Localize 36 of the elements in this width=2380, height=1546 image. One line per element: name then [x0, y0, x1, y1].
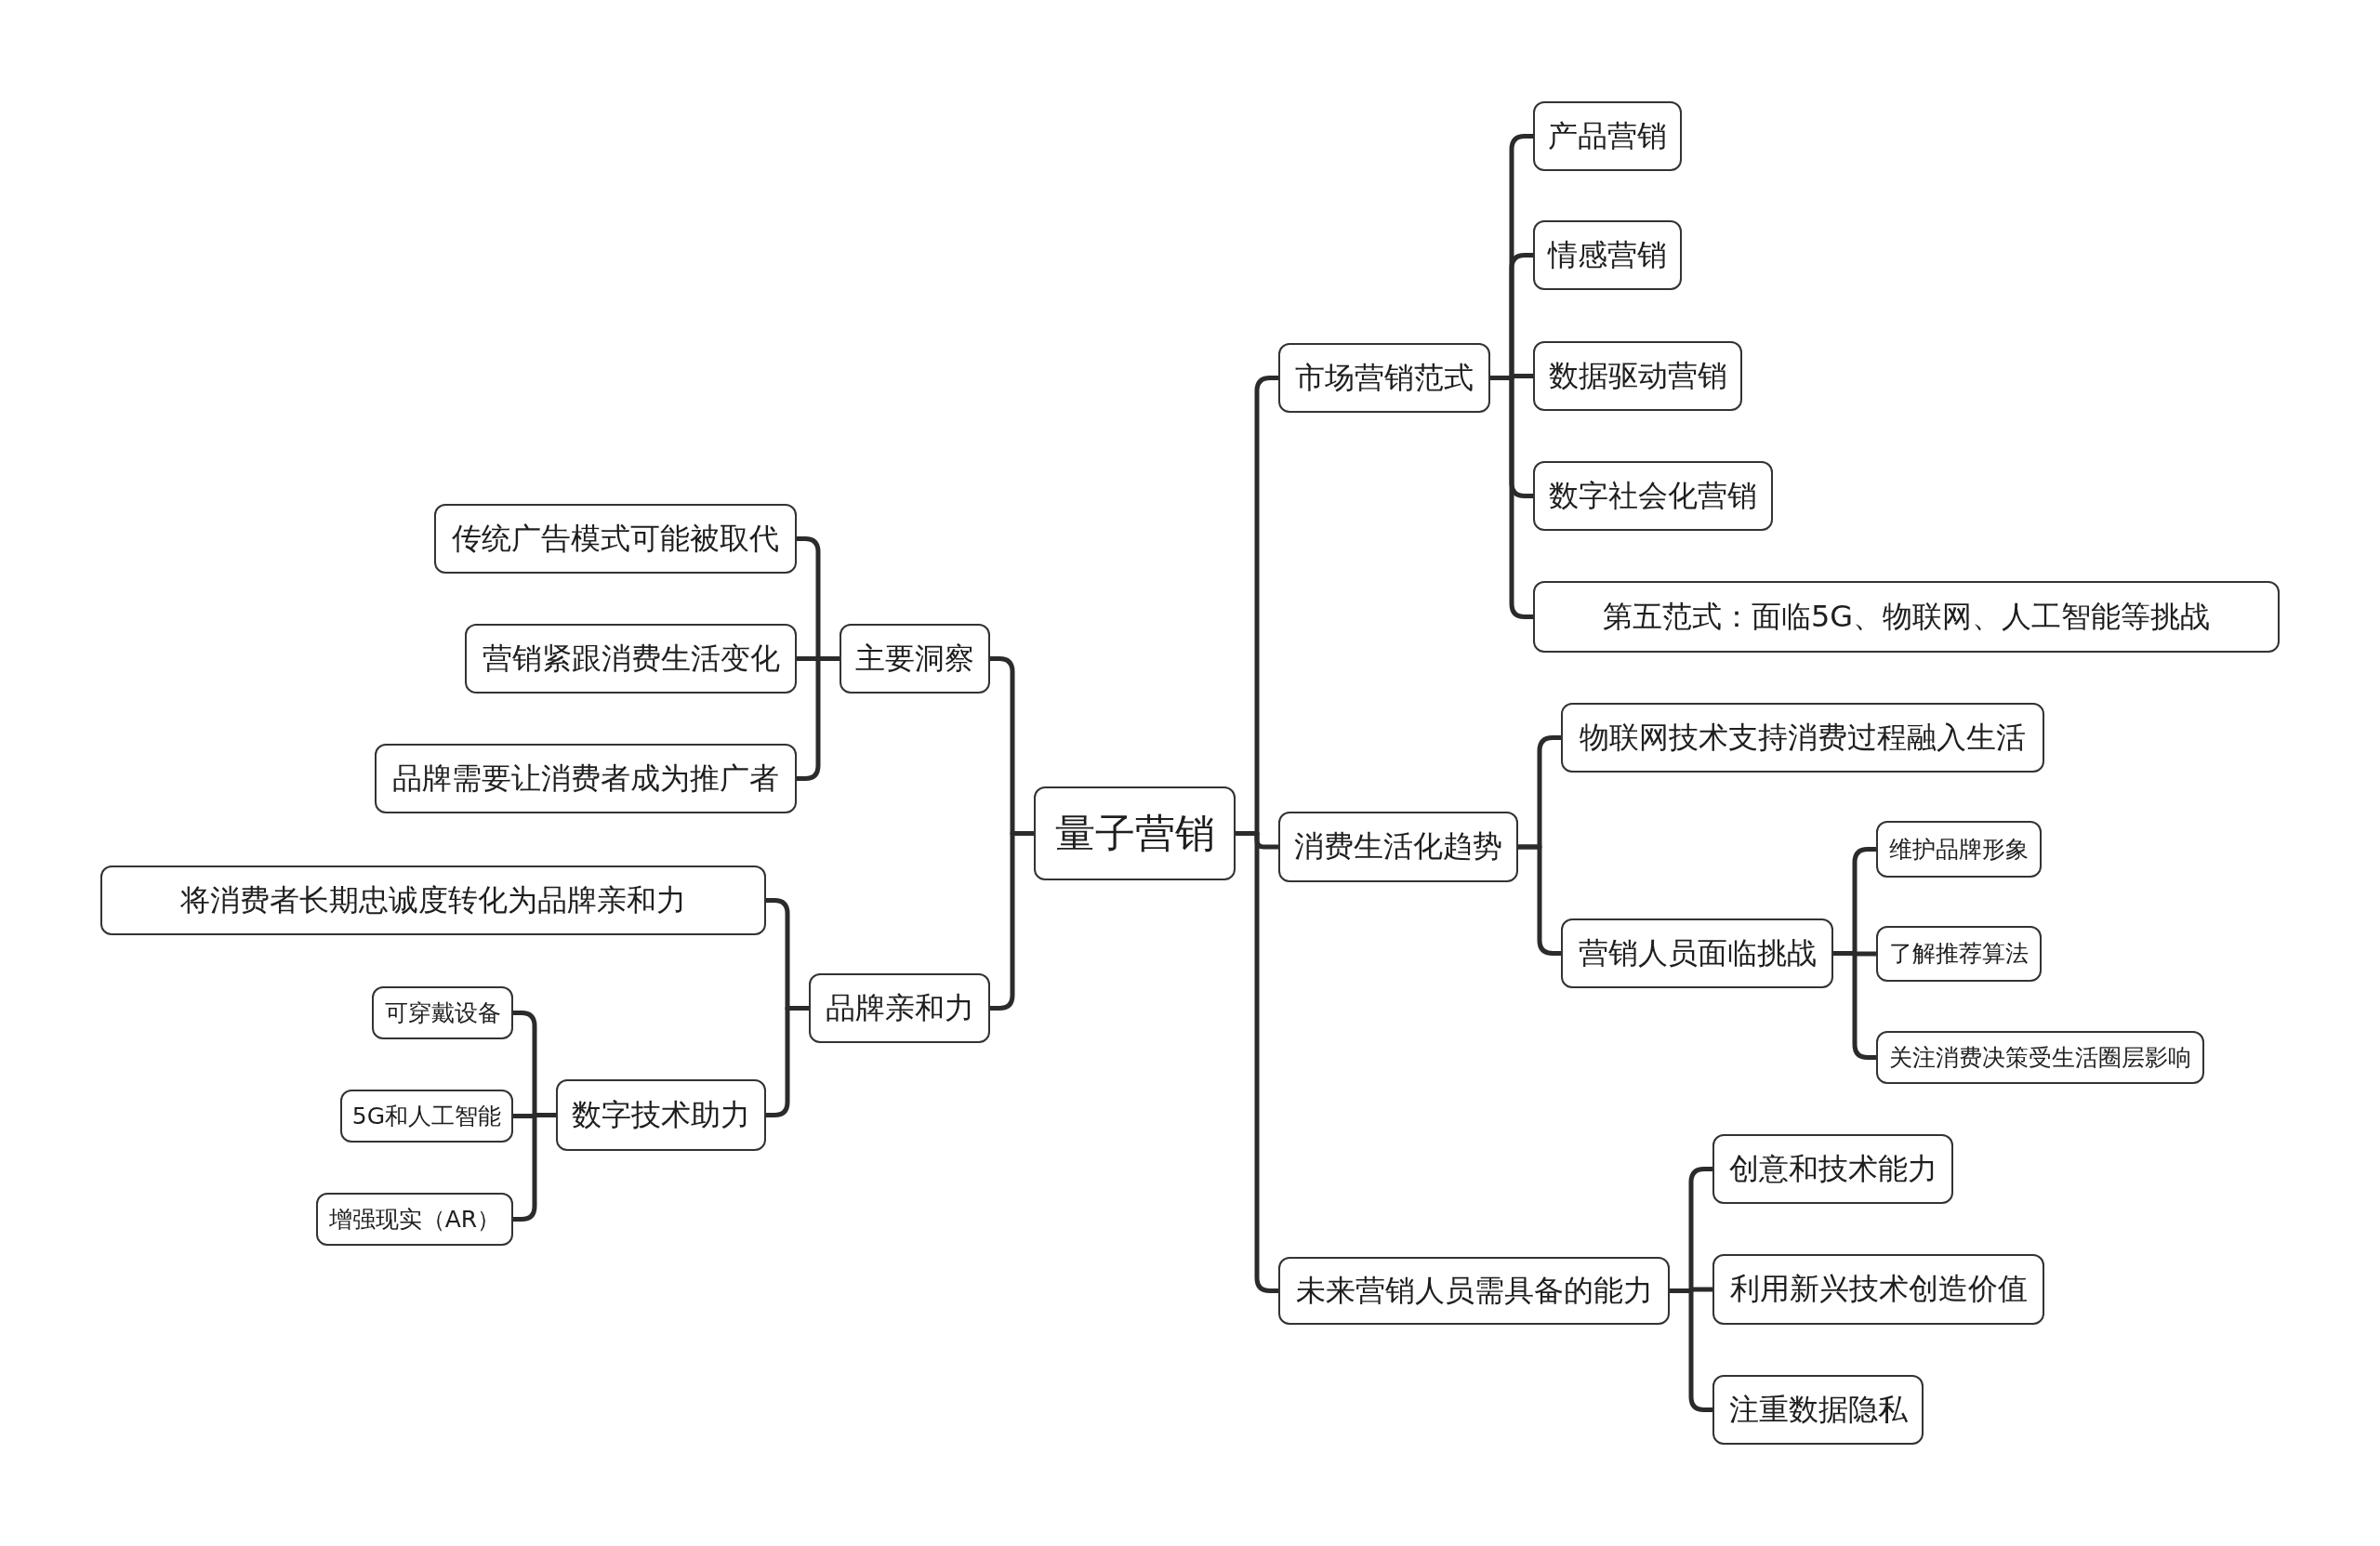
connector-line — [990, 831, 1034, 1011]
subtopic-box: 第五范式：面临5G、物联网、人工智能等挑战 — [1533, 581, 2280, 653]
subtopic-box: 数字技术助力 — [556, 1079, 766, 1151]
topic-box: 消费生活化趋势 — [1278, 812, 1518, 882]
subtopic-box: 注重数据隐私 — [1712, 1375, 1924, 1445]
topic-box: 未来营销人员需具备的能力 — [1278, 1257, 1670, 1325]
subtopic-box: 了解推荐算法 — [1876, 926, 2042, 982]
central-topic-box: 量子营销 — [1034, 786, 1236, 880]
subtopic-box: 数字社会化营销 — [1533, 461, 1773, 531]
subtopic-box: 创意和技术能力 — [1712, 1134, 1953, 1204]
connector-line — [766, 1006, 809, 1117]
subtopic-box: 传统广告模式可能被取代 — [434, 504, 797, 574]
subtopic-box: 品牌需要让消费者成为推广者 — [375, 744, 797, 813]
connector-line — [1518, 844, 1561, 956]
subtopic-box: 营销人员面临挑战 — [1561, 918, 1833, 988]
subtopic-box: 营销紧跟消费生活变化 — [465, 624, 797, 694]
subtopic-box: 产品营销 — [1533, 101, 1682, 171]
subtopic-box: 物联网技术支持消费过程融入生活 — [1561, 703, 2044, 773]
subtopic-box: 5G和人工智能 — [340, 1090, 513, 1143]
subtopic-box: 情感营销 — [1533, 220, 1682, 290]
topic-box: 主要洞察 — [840, 624, 990, 694]
connector-line — [1833, 951, 1876, 1060]
subtopic-box: 增强现实（AR） — [316, 1193, 513, 1246]
subtopic-box: 可穿戴设备 — [372, 986, 513, 1039]
topic-box: 市场营销范式 — [1278, 343, 1490, 413]
subtopic-box: 利用新兴技术创造价值 — [1712, 1254, 2044, 1325]
connector-line — [797, 656, 840, 781]
subtopic-box: 数据驱动营销 — [1533, 341, 1742, 411]
subtopic-box: 维护品牌形象 — [1876, 821, 2042, 878]
connector-line — [513, 1113, 556, 1222]
connector-line — [1490, 376, 1533, 619]
subtopic-box: 将消费者长期忠诚度转化为品牌亲和力 — [100, 865, 766, 935]
topic-box: 品牌亲和力 — [809, 973, 990, 1043]
connector-line — [1236, 831, 1278, 1293]
subtopic-box: 关注消费决策受生活圈层影响 — [1876, 1031, 2204, 1084]
connector-line — [1670, 1288, 1712, 1412]
